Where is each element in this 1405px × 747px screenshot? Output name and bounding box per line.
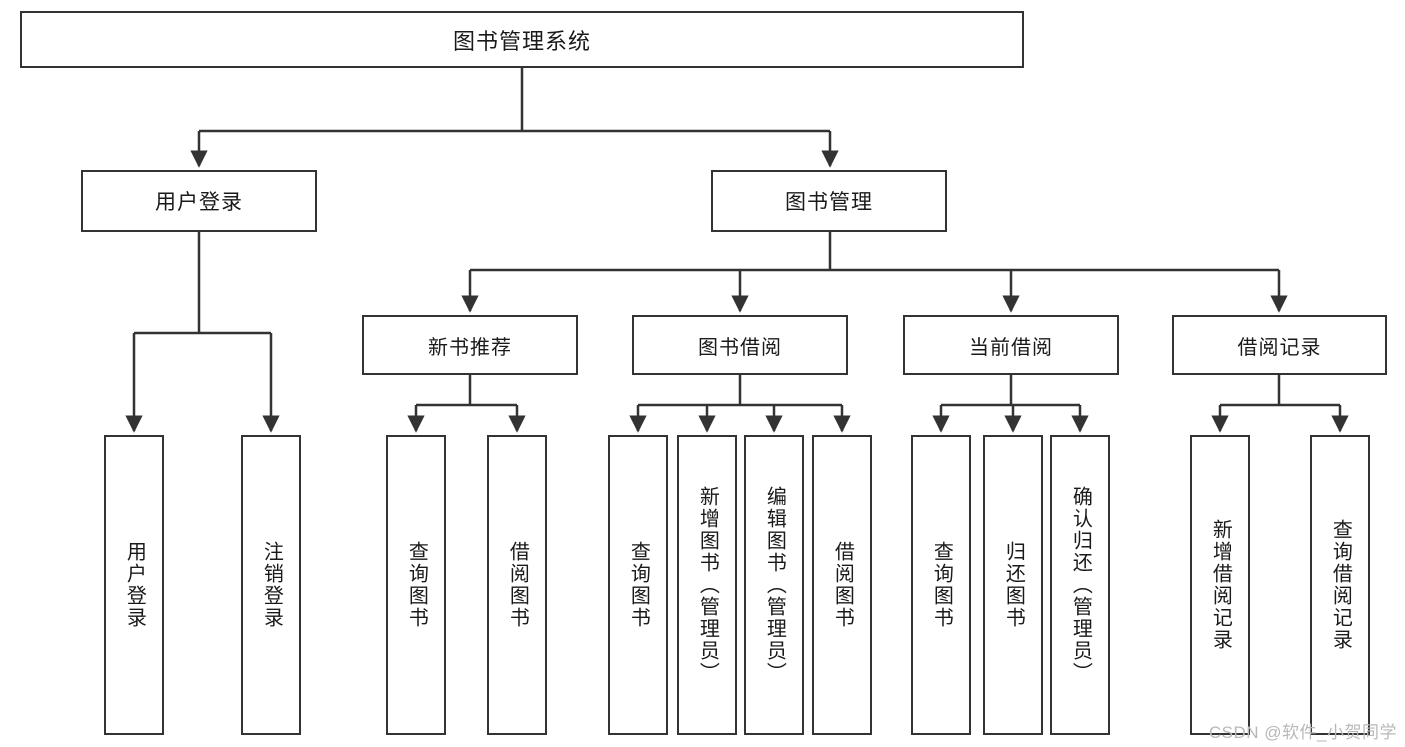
leaf-node-label: 借阅图书 (831, 541, 854, 629)
node-book-management[interactable]: 图书管理 (711, 170, 947, 232)
leaf-node-label: 编辑图书（管理员） (763, 486, 786, 684)
node-book-borrow[interactable]: 图书借阅 (632, 315, 848, 375)
node-root-label: 图书管理系统 (452, 28, 591, 54)
leaf-node[interactable]: 借阅图书 (487, 435, 547, 735)
leaf-node[interactable]: 确认归还（管理员） (1050, 435, 1110, 735)
leaf-node[interactable]: 新增借阅记录 (1190, 435, 1250, 735)
leaf-node-label: 查询图书 (405, 541, 428, 629)
leaf-node[interactable]: 编辑图书（管理员） (744, 435, 804, 735)
leaf-node-label: 查询图书 (930, 541, 953, 629)
leaf-node-label: 查询借阅记录 (1329, 519, 1352, 651)
node-user-login[interactable]: 用户登录 (81, 170, 317, 232)
leaf-node[interactable]: 查询图书 (911, 435, 971, 735)
leaf-node-label: 注销登录 (260, 541, 283, 629)
leaf-node[interactable]: 归还图书 (983, 435, 1043, 735)
node-borrow-record[interactable]: 借阅记录 (1172, 315, 1387, 375)
leaf-node-label: 借阅图书 (506, 541, 529, 629)
node-book-management-label: 图书管理 (785, 191, 873, 214)
node-new-book-recommend-label: 新书推荐 (428, 336, 512, 359)
leaf-node-label: 用户登录 (123, 541, 146, 629)
node-user-login-label: 用户登录 (155, 191, 243, 214)
csdn-watermark: CSDN @软件_小贺同学 (1208, 723, 1397, 742)
leaf-node[interactable]: 用户登录 (104, 435, 164, 735)
leaf-node[interactable]: 新增图书（管理员） (677, 435, 737, 735)
leaf-node-label: 归还图书 (1002, 541, 1025, 629)
node-borrow-record-label: 借阅记录 (1237, 336, 1322, 359)
leaf-node[interactable]: 借阅图书 (812, 435, 872, 735)
node-current-borrow-label: 当前借阅 (969, 336, 1053, 359)
leaf-node-label: 新增借阅记录 (1209, 519, 1232, 651)
leaf-node[interactable]: 注销登录 (241, 435, 301, 735)
node-new-book-recommend[interactable]: 新书推荐 (362, 315, 578, 375)
leaf-node[interactable]: 查询图书 (386, 435, 446, 735)
node-current-borrow[interactable]: 当前借阅 (903, 315, 1119, 375)
leaf-node-label: 确认归还（管理员） (1069, 486, 1092, 684)
node-root[interactable]: 图书管理系统 (20, 11, 1024, 68)
node-book-borrow-label: 图书借阅 (698, 336, 782, 359)
leaf-node[interactable]: 查询图书 (608, 435, 668, 735)
leaf-node[interactable]: 查询借阅记录 (1310, 435, 1370, 735)
leaf-node-label: 新增图书（管理员） (696, 486, 719, 684)
leaf-node-label: 查询图书 (627, 541, 650, 629)
